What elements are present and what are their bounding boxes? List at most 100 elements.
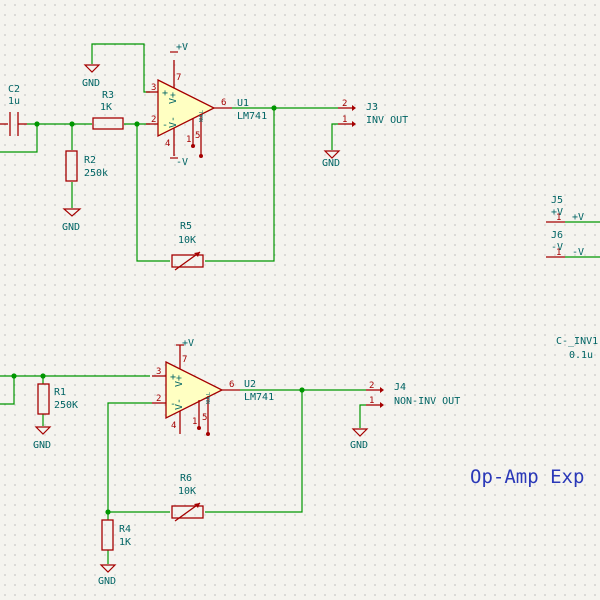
connector-j5[interactable]: J5 +V 1 +V [546, 195, 600, 223]
r2-value: 250k [84, 168, 108, 179]
wire-input-c2[interactable] [0, 123, 38, 153]
svg-text:V-: V- [168, 116, 179, 128]
wire-j4-gnd[interactable] [359, 404, 366, 428]
svg-text:NULL: NULL [199, 110, 205, 122]
gnd-symbol-j4: GND [350, 428, 369, 451]
c2-value: 1u [8, 96, 20, 107]
connector-j3[interactable]: 2 1 J3 INV OUT [338, 99, 408, 127]
svg-text:2: 2 [151, 115, 156, 125]
j4-ref: J4 [394, 382, 406, 393]
j5-value: +V [551, 207, 563, 218]
svg-text:2: 2 [369, 381, 374, 391]
svg-text:1: 1 [369, 396, 374, 406]
j6-value: -V [551, 242, 563, 253]
wire-feedback-right-u2[interactable] [205, 390, 303, 513]
gnd-symbol-r1: GND [33, 426, 52, 451]
svg-text:V-: V- [174, 398, 185, 410]
svg-text:6: 6 [221, 98, 226, 108]
svg-text:1: 1 [186, 135, 191, 145]
svg-text:+: + [162, 88, 168, 99]
svg-text:1: 1 [556, 248, 561, 258]
r3-ref: R3 [102, 90, 114, 101]
gnd-symbol-u1-noninv: GND [82, 64, 101, 89]
svg-text:+V: +V [182, 338, 194, 349]
capacitor-c2[interactable]: C2 1u [0, 84, 27, 136]
inverting-amplifier: C2 1u R3 1K R2 250k GND GND GND [0, 42, 408, 271]
svg-text:V+: V+ [168, 92, 179, 104]
wire-j3-gnd[interactable] [331, 123, 338, 150]
r3-value: 1K [100, 102, 112, 113]
junction [34, 121, 40, 127]
wire-inv-feedback[interactable] [107, 402, 170, 513]
wire-feedback-left[interactable] [136, 124, 170, 262]
resistor-r4[interactable]: R4 1K [101, 519, 131, 551]
potentiometer-r6[interactable]: R6 10K [171, 473, 204, 522]
j5-ref: J5 [551, 195, 563, 206]
junction [11, 373, 17, 379]
svg-text:-: - [162, 120, 168, 131]
power-connectors: J5 +V 1 +V J6 -V 1 -V C-_INV1 0.1u [546, 195, 600, 361]
r2-ref: R2 [84, 155, 96, 166]
opamp-u1[interactable]: 3 2 6 7 4 1 5 + - V+ V- NULL U1 LM741 +V… [146, 42, 267, 168]
gnd-symbol-j3: GND [322, 150, 341, 169]
r1-value: 250K [54, 400, 78, 411]
svg-text:2: 2 [342, 99, 347, 109]
svg-text:+V: +V [176, 42, 188, 53]
resistor-r3[interactable]: R3 1K [92, 90, 124, 130]
junction [69, 121, 75, 127]
wire-feedback-right[interactable] [205, 108, 275, 262]
svg-text:GND: GND [82, 78, 100, 89]
connector-j6[interactable]: J6 -V 1 -V [546, 230, 600, 258]
r4-ref: R4 [119, 524, 131, 535]
resistor-r2[interactable]: R2 250k [65, 150, 108, 182]
svg-text:GND: GND [33, 440, 51, 451]
svg-text:6: 6 [229, 380, 234, 390]
potentiometer-r5[interactable]: R5 10K [171, 221, 204, 271]
junction [134, 121, 140, 127]
junction [40, 373, 46, 379]
junction [299, 387, 305, 393]
svg-text:3: 3 [151, 83, 156, 93]
svg-text:-V: -V [176, 157, 188, 168]
j6-ref: J6 [551, 230, 563, 241]
svg-text:-: - [170, 399, 176, 410]
svg-text:5: 5 [195, 131, 200, 141]
u2-ref: U2 [244, 379, 256, 390]
svg-text:+: + [170, 372, 176, 383]
svg-text:GND: GND [350, 440, 368, 451]
svg-text:7: 7 [182, 355, 187, 365]
svg-text:4: 4 [165, 139, 170, 149]
non-inverting-amplifier: R1 250K GND 3 2 6 7 4 1 5 + - [0, 338, 460, 587]
svg-text:+V: +V [572, 212, 584, 223]
r1-ref: R1 [54, 387, 66, 398]
svg-text:1: 1 [342, 115, 347, 125]
u1-ref: U1 [237, 98, 249, 109]
svg-text:GND: GND [322, 158, 340, 169]
resistor-r1[interactable]: R1 250K [37, 383, 78, 415]
gnd-symbol-r2: GND [62, 208, 82, 233]
j3-label: INV OUT [366, 115, 408, 126]
r4-value: 1K [119, 537, 131, 548]
svg-text:GND: GND [98, 576, 116, 587]
connector-j4[interactable]: 2 1 J4 NON-INV OUT [366, 381, 460, 408]
wire-input-left[interactable] [0, 376, 15, 405]
c2-ref: C2 [8, 84, 20, 95]
junction [271, 105, 277, 111]
u2-value: LM741 [244, 392, 274, 403]
capacitor-c-inv1[interactable]: C-_INV1 0.1u [556, 336, 598, 361]
c-inv1-ref: C-_INV1 [556, 336, 598, 347]
svg-text:1: 1 [556, 213, 561, 223]
svg-text:2: 2 [156, 394, 161, 404]
r6-value: 10K [178, 486, 196, 497]
svg-text:V+: V+ [174, 375, 185, 387]
r5-value: 10K [178, 235, 196, 246]
c-inv1-value: 0.1u [569, 350, 593, 361]
r5-ref: R5 [180, 221, 192, 232]
gnd-symbol-r4: GND [98, 564, 117, 587]
u1-value: LM741 [237, 111, 267, 122]
opamp-u2[interactable]: 3 2 6 7 4 1 5 + - V+ V- NULL U2 LM741 +V [152, 338, 274, 436]
svg-text:7: 7 [176, 73, 181, 83]
j4-label: NON-INV OUT [394, 396, 460, 407]
